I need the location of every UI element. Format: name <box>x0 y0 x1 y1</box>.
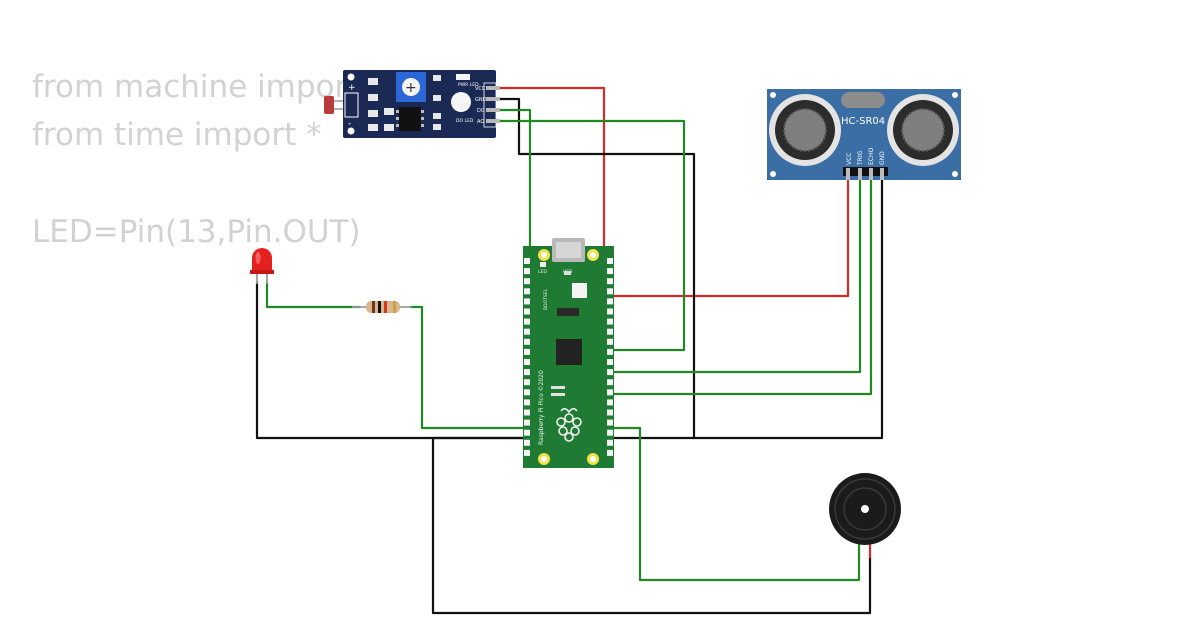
pico-pin-right-6[interactable] <box>607 308 613 315</box>
ultrasonic-pin-gnd: GND <box>879 151 886 165</box>
pico-pin-left-20[interactable] <box>524 449 530 456</box>
pico-pin-right-10[interactable] <box>607 348 613 355</box>
sensor-board <box>343 70 496 138</box>
do-led-label: DO LED <box>456 118 474 124</box>
pico-pin-left-9[interactable] <box>524 338 530 345</box>
pico-pin-right-16[interactable] <box>607 409 613 416</box>
wire-resistor-pico[interactable] <box>410 305 528 430</box>
sensor-pin-ao: AO <box>477 119 484 125</box>
pico-pin-left-7[interactable] <box>524 318 530 325</box>
pico-pin-right-7[interactable] <box>607 318 613 325</box>
resistor[interactable] <box>352 301 412 313</box>
pico-pin-left-6[interactable] <box>524 308 530 315</box>
polarity-minus: - <box>348 119 351 129</box>
wire-sensor-ao[interactable] <box>496 119 686 352</box>
wire-ultrasonic-gnd[interactable] <box>694 178 884 440</box>
pwr-led-label: PWR LED <box>458 82 479 88</box>
pico-pin-left-2[interactable] <box>524 268 530 275</box>
pico-pin-right-3[interactable] <box>607 278 613 285</box>
pico-pin-right-12[interactable] <box>607 369 613 376</box>
wire-buzzer-signal[interactable] <box>610 426 861 582</box>
red-led[interactable] <box>250 248 274 284</box>
pico-pin-right-19[interactable] <box>607 439 613 446</box>
wires <box>255 86 884 615</box>
wire-ultrasonic-vcc[interactable] <box>604 178 850 298</box>
ultrasonic-model-label: HC-SR04 <box>841 116 885 127</box>
pico-pin-right-4[interactable] <box>607 288 613 295</box>
pico-pin-left-14[interactable] <box>524 389 530 396</box>
pico-pin-right-1[interactable] <box>607 258 613 264</box>
pico-pin-left-16[interactable] <box>524 409 530 416</box>
bootsel-button[interactable] <box>572 283 587 298</box>
wire-sensor-vcc[interactable] <box>496 86 606 296</box>
svg-text:+: + <box>405 80 417 96</box>
sensor-pin-gnd: GND <box>475 97 487 103</box>
light-sensor-module[interactable]: + - + PWR LED DO LED VCC GND DO AO <box>324 70 500 138</box>
pico-brand-text: Raspberry Pi Pico ©2020 <box>538 370 545 445</box>
rp2040-chip <box>556 339 582 365</box>
ultrasonic-sensor[interactable]: HC-SR04 VCC TRIG ECHO GND <box>767 89 961 180</box>
wire-sensor-do[interactable] <box>496 108 532 258</box>
pico-led-label: LED <box>538 269 547 275</box>
pico-pin-left-3[interactable] <box>524 278 530 285</box>
pico-pin-left-19[interactable] <box>524 439 530 446</box>
pico-pin-right-2[interactable] <box>607 268 613 275</box>
raspberry-pi-pico[interactable]: LED USB BOOTSEL Raspberry Pi Pico ©2020 <box>523 238 614 468</box>
code-line-4: LED=Pin(13,Pin.OUT) <box>32 214 361 250</box>
crystal <box>841 92 885 108</box>
pico-pin-right-17[interactable] <box>607 419 613 426</box>
pico-pin-left-5[interactable] <box>524 298 530 305</box>
sensor-pin-vcc: VCC <box>475 86 486 92</box>
transducer-right-icon <box>887 94 959 166</box>
comparator-chip <box>399 107 421 131</box>
ultrasonic-pin-trig: TRIG <box>857 150 864 166</box>
pico-pin-left-1[interactable] <box>524 258 530 264</box>
buzzer-hole <box>861 505 869 513</box>
pico-pin-left-8[interactable] <box>524 328 530 335</box>
pico-pin-left-15[interactable] <box>524 399 530 406</box>
pico-pin-right-15[interactable] <box>607 399 613 406</box>
polarity-plus: + <box>348 83 356 93</box>
pico-pin-right-8[interactable] <box>607 328 613 335</box>
sensor-pin-do: DO <box>477 108 485 114</box>
raspberry-logo-icon <box>556 407 582 442</box>
bootsel-label: BOOTSEL <box>543 288 549 310</box>
wire-ultrasonic-echo[interactable] <box>610 178 873 396</box>
led-body <box>252 248 272 272</box>
pico-pin-right-14[interactable] <box>607 389 613 396</box>
pico-pin-rows <box>524 258 613 456</box>
pico-pin-left-13[interactable] <box>524 379 530 386</box>
ultrasonic-pin-echo: ECHO <box>868 148 875 165</box>
wire-ultrasonic-trig[interactable] <box>610 178 862 374</box>
pico-pin-left-4[interactable] <box>524 288 530 295</box>
pico-pin-left-17[interactable] <box>524 419 530 426</box>
wire-buzzer-gnd[interactable] <box>431 436 872 615</box>
pico-pin-right-18[interactable] <box>607 429 613 436</box>
pico-pin-left-11[interactable] <box>524 359 530 365</box>
pico-pin-left-18[interactable] <box>524 429 530 436</box>
pico-pin-left-12[interactable] <box>524 369 530 376</box>
ultrasonic-pin-vcc: VCC <box>846 153 853 165</box>
pico-pin-left-10[interactable] <box>524 348 530 355</box>
buzzer[interactable] <box>829 473 901 558</box>
pico-pin-right-5[interactable] <box>607 298 613 305</box>
photoresistor <box>324 96 334 114</box>
pico-pin-right-13[interactable] <box>607 379 613 386</box>
sensor-capacitor <box>451 92 471 112</box>
code-line-2: from time import * <box>32 117 322 153</box>
pico-pin-right-9[interactable] <box>607 338 613 345</box>
pico-pin-right-20[interactable] <box>607 449 613 456</box>
wire-sensor-gnd[interactable] <box>496 97 696 440</box>
wire-led-resistor[interactable] <box>265 282 360 309</box>
pico-pin-right-11[interactable] <box>607 359 613 365</box>
transducer-left-icon <box>769 94 841 166</box>
